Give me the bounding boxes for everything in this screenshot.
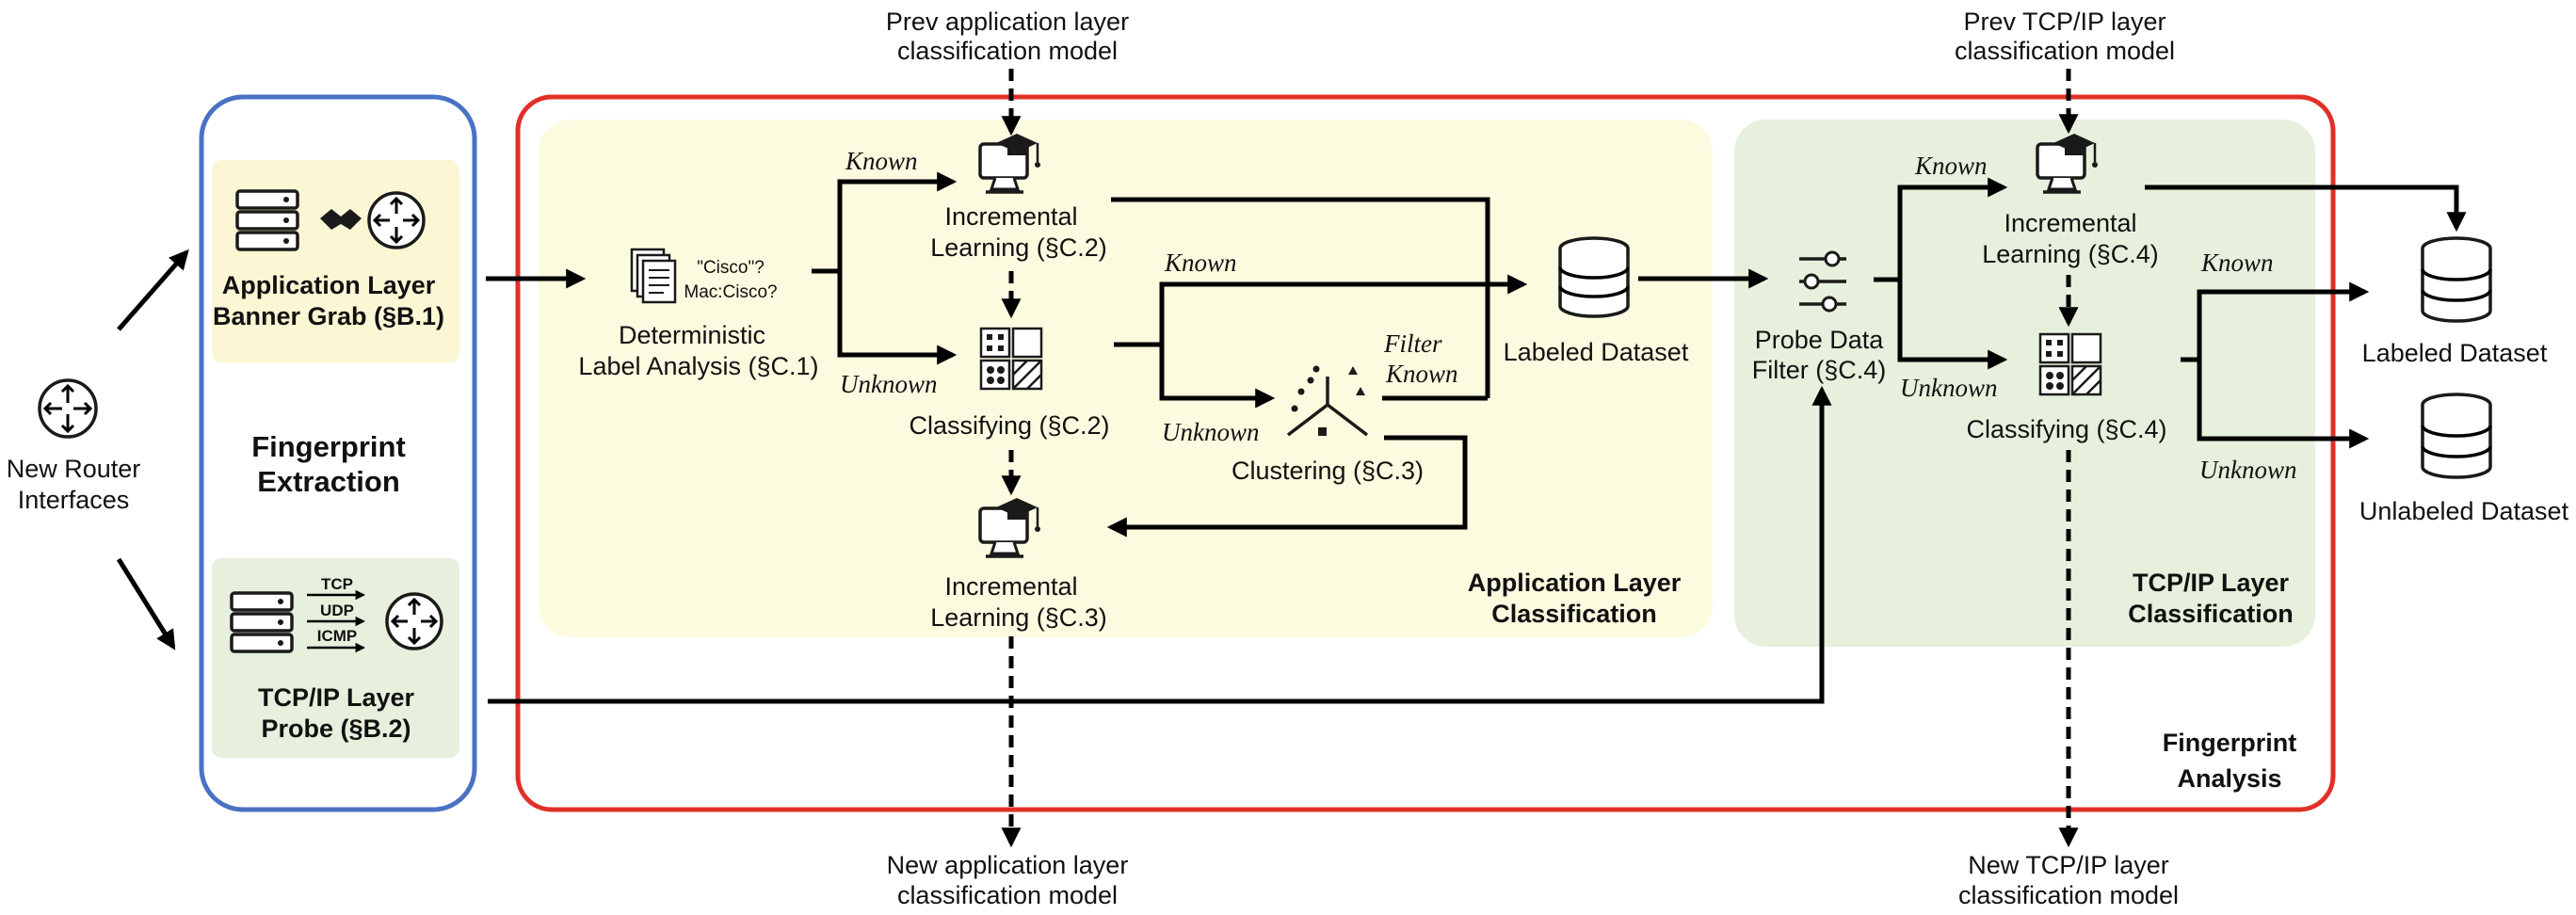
- app-layer-title-line2: Classification: [1491, 600, 1657, 628]
- filter-label-line2: Filter (§C.4): [1752, 356, 1887, 384]
- arrow-dla-to-classifying: [837, 271, 958, 365]
- router-icon: [385, 592, 443, 650]
- labeled-dataset-app: Labeled Dataset: [1504, 338, 1689, 366]
- dla-quote-2: Mac:Cisco?: [684, 282, 777, 302]
- unlabeled-dataset: Unlabeled Dataset: [2359, 497, 2569, 525]
- server-icon: [235, 189, 299, 251]
- app-layer-region: [539, 120, 1713, 637]
- arrow-inc-c4-to-labeled: [2145, 185, 2467, 233]
- handshake-icon: [320, 209, 362, 230]
- inc-learning-c2-line1: Incremental: [944, 202, 1077, 231]
- analysis-title-line1: Fingerprint: [2163, 729, 2297, 757]
- database-icon: [1558, 236, 1630, 318]
- probe-label-line2: Probe (§B.2): [261, 714, 411, 743]
- proto-icmp: ICMP: [317, 627, 358, 645]
- proto-udp: UDP: [320, 602, 354, 619]
- label-known-tcp-2: Known: [2200, 249, 2274, 277]
- dla-quote-1: "Cisco"?: [697, 258, 765, 278]
- extraction-title-line2: Extraction: [257, 465, 400, 498]
- inc-learning-c3-line2: Learning (§C.3): [930, 603, 1107, 632]
- computer-learning-icon: [2036, 134, 2098, 194]
- arrow-inc-c2-to-labeled: [1111, 197, 1490, 398]
- labeled-dataset-tcp: Labeled Dataset: [2362, 339, 2548, 367]
- filter-sliders-icon: [1799, 250, 1846, 313]
- tcp-layer-title-line2: Classification: [2128, 600, 2294, 628]
- database-icon: [2421, 393, 2492, 479]
- document-icon: [630, 248, 677, 304]
- dla-label-line1: Deterministic: [619, 321, 765, 349]
- fingerprint-extraction-frame: [199, 94, 477, 812]
- tcp-layer-region: [1734, 120, 2315, 647]
- probe-arrows-icon: [307, 589, 366, 653]
- inc-learning-c4-line2: Learning (§C.4): [1982, 240, 2159, 268]
- arrow-dla-to-incremental: [837, 171, 958, 271]
- arrow-filter-to-incremental: [1897, 177, 2008, 280]
- inc-learning-c3-line1: Incremental: [944, 572, 1077, 601]
- inc-learning-c4-line1: Incremental: [2004, 209, 2136, 237]
- prev-app-model-line2: classification model: [897, 37, 1118, 65]
- computer-learning-icon: [978, 498, 1040, 558]
- prev-tcp-model-line2: classification model: [1955, 37, 2175, 65]
- banner-grab-label-line2: Banner Grab (§B.1): [213, 302, 444, 330]
- label-filter-known: Known: [1385, 360, 1458, 388]
- prev-app-model-line1: Prev application layer: [886, 8, 1129, 36]
- router-icon: [38, 378, 98, 439]
- dla-label-line2: Label Analysis (§C.1): [578, 352, 818, 380]
- arrow-classifying-known: [1159, 274, 1528, 345]
- banner-grab-label-line1: Application Layer: [222, 271, 436, 299]
- arrow-classifying-known-tcp: [2197, 281, 2370, 360]
- arrow-to-banner: [117, 249, 189, 331]
- label-known-2: Known: [1164, 249, 1237, 277]
- proto-tcp: TCP: [321, 575, 353, 593]
- classifying-c4: Classifying (§C.4): [1966, 415, 2166, 443]
- tcp-layer-title-line1: TCP/IP Layer: [2133, 569, 2290, 597]
- classifier-grid-icon: [2038, 332, 2102, 396]
- arrow-classifying-unknown: [1159, 345, 1276, 409]
- input-label-line1: New Router: [7, 455, 141, 483]
- probe-label-line1: TCP/IP Layer: [258, 683, 415, 712]
- router-icon: [367, 191, 426, 249]
- label-unknown-2: Unknown: [1162, 418, 1260, 446]
- clustering-c3: Clustering (§C.3): [1232, 457, 1424, 485]
- clustering-icon: [1286, 365, 1369, 437]
- database-icon: [2421, 236, 2492, 323]
- inc-learning-c2-line2: Learning (§C.2): [930, 233, 1107, 262]
- arrow-to-probe: [116, 557, 176, 650]
- new-app-model-line1: New application layer: [887, 851, 1129, 879]
- arrow-filter-to-classifying: [1897, 280, 2008, 370]
- new-app-model-line2: classification model: [897, 881, 1118, 909]
- app-layer-title-line1: Application Layer: [1468, 569, 1682, 597]
- filter-label-line1: Probe Data: [1755, 326, 1885, 354]
- prev-tcp-model-line1: Prev TCP/IP layer: [1963, 8, 2165, 36]
- fingerprint-analysis-frame: [515, 94, 2336, 812]
- arrow-probe-to-filter: [488, 385, 1832, 704]
- label-known: Known: [845, 147, 918, 175]
- classifying-c2: Classifying (§C.2): [909, 411, 1109, 440]
- new-tcp-model-line1: New TCP/IP layer: [1968, 851, 2169, 879]
- server-icon: [230, 591, 294, 653]
- extraction-title-line1: Fingerprint: [251, 430, 406, 463]
- label-filter: Filter: [1383, 329, 1442, 358]
- input-label-line2: Interfaces: [18, 486, 130, 514]
- computer-learning-icon: [978, 134, 1040, 194]
- arrow-classifying-unknown-tcp: [2197, 360, 2370, 449]
- label-unknown-tcp-2: Unknown: [2199, 456, 2297, 484]
- analysis-title-line2: Analysis: [2177, 764, 2281, 793]
- classifier-grid-icon: [979, 327, 1043, 391]
- label-unknown-tcp: Unknown: [1900, 374, 1998, 402]
- label-unknown: Unknown: [840, 370, 938, 398]
- new-tcp-model-line2: classification model: [1958, 881, 2179, 909]
- label-known-tcp: Known: [1914, 152, 1988, 180]
- arrow-clustering-to-inc2: [1106, 435, 1468, 538]
